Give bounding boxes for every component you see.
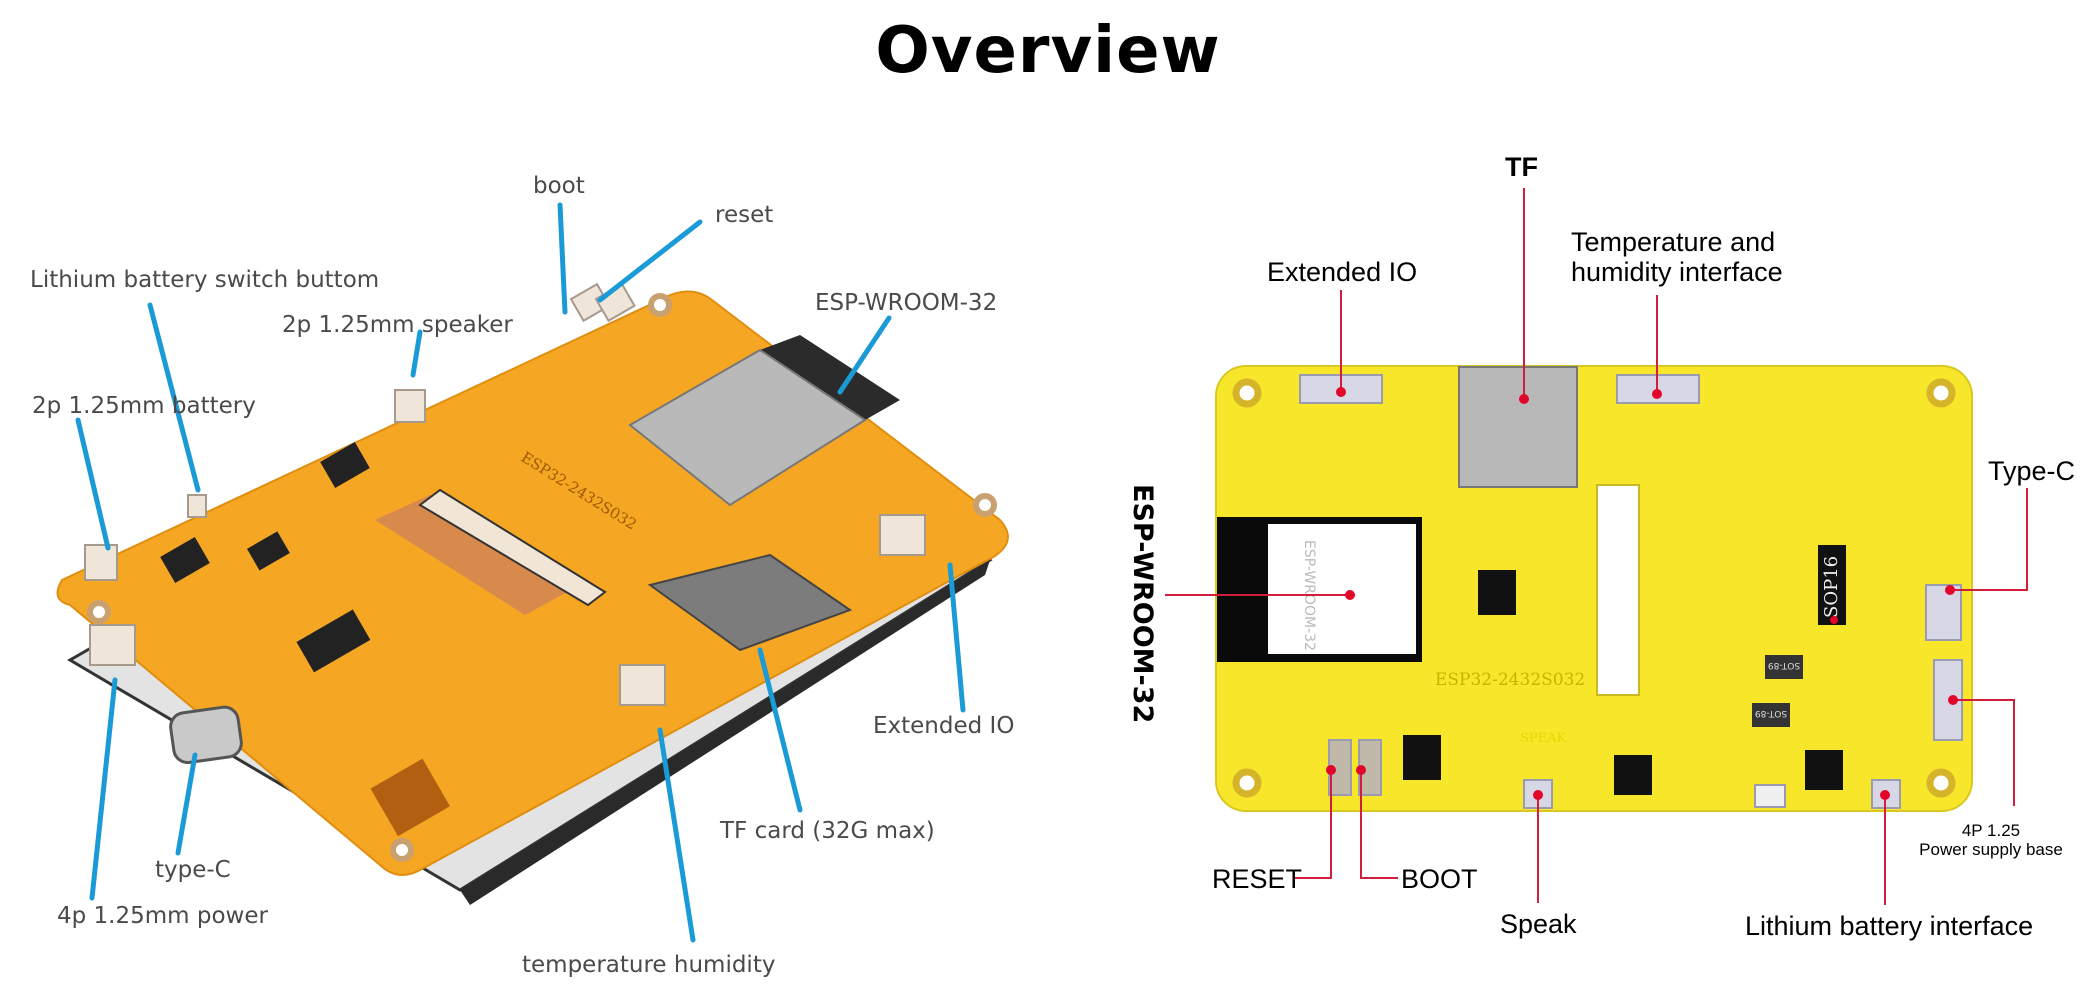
chip-sop16-label: SOP16 [1821, 556, 1842, 618]
connectors [84, 282, 926, 706]
label-r-power-line2: Power supply base [1919, 840, 2063, 859]
display-connector-right [1596, 484, 1640, 696]
leader-boot [557, 202, 568, 315]
esp-shield-right [1268, 524, 1416, 654]
regulator-label-2: SOT-89 [1755, 708, 1787, 718]
label-r-speak: Speak [1500, 909, 1577, 939]
label-temperature-humidity: temperature humidity [522, 952, 775, 978]
display-panel-edge [460, 560, 990, 905]
esp-antenna [760, 335, 900, 420]
label-r-boot: BOOT [1401, 864, 1478, 894]
leader-type-c [175, 752, 198, 856]
leader-reset [597, 219, 703, 303]
ic-chips [160, 442, 450, 837]
label-r-power-line1: 4P 1.25 [1962, 821, 2020, 840]
leader-r-boot [1360, 770, 1398, 879]
right-marker-dots [1326, 387, 1958, 800]
label-r-esp-wroom-32: ESP-WROOM-32 [1127, 484, 1158, 723]
label-extended-io: Extended IO [873, 713, 1014, 739]
regulator-chip-1 [1765, 655, 1803, 679]
label-reset: reset [715, 202, 773, 228]
mounting-holes [87, 293, 997, 862]
leader-battery-switch [147, 302, 201, 493]
label-esp-wroom-32: ESP-WROOM-32 [815, 290, 997, 316]
tf-slot [647, 553, 853, 652]
label-tf-card: TF card (32G max) [719, 818, 935, 844]
leader-speaker [410, 329, 423, 378]
leader-r-reset [1293, 770, 1332, 879]
label-r-battery: Lithium battery interface [1745, 911, 2033, 941]
label-r-temp-line1: Temperature and [1571, 227, 1775, 257]
left-board-diagram: ESP32-2432S032 boot reset Lithium batter… [30, 173, 1014, 978]
label-battery-switch: Lithium battery switch buttom [30, 267, 379, 293]
right-mounting-holes [1232, 378, 1956, 798]
right-leader-lines [1165, 188, 2028, 905]
fpc-connector [418, 488, 607, 607]
leader-temp [657, 727, 696, 943]
right-board-diagram: ESP-WROOM-32 [1127, 152, 2075, 941]
label-r-type-c: Type-C [1988, 456, 2075, 486]
label-power: 4p 1.25mm power [57, 903, 269, 929]
label-battery: 2p 1.25mm battery [32, 393, 256, 419]
right-ic-chips [1403, 545, 1846, 795]
speak-silkscreen: SPEAK [1520, 731, 1567, 746]
usb-c-port [169, 705, 243, 765]
label-boot: boot [533, 173, 585, 199]
right-pcb [1215, 365, 1973, 812]
leader-power [89, 677, 118, 901]
leader-battery [75, 417, 111, 551]
fpc-ribbon [375, 495, 580, 615]
leader-r-type-c [1950, 488, 2028, 591]
esp-shield [628, 348, 867, 507]
label-r-temp-line2: humidity interface [1571, 257, 1783, 287]
label-r-reset: RESET [1212, 864, 1302, 894]
right-silkscreen-board-name: ESP32-2432S032 [1435, 670, 1585, 690]
leader-tf [757, 647, 803, 813]
leader-extended-io [947, 562, 966, 713]
tf-slot-right [1458, 366, 1578, 488]
esp-antenna-right [1217, 517, 1269, 662]
left-leader-lines [75, 202, 966, 943]
page-title: Overview [875, 14, 1221, 88]
leader-r-power [1953, 699, 2015, 806]
regulator-chip-2 [1752, 703, 1790, 727]
label-speaker: 2p 1.25mm speaker [282, 312, 513, 338]
label-r-tf: TF [1505, 152, 1538, 182]
regulator-label-1: SOT-89 [1768, 660, 1800, 670]
label-type-c: type-C [155, 857, 231, 883]
leader-esp [837, 315, 892, 395]
label-r-extended-io: Extended IO [1267, 257, 1417, 287]
